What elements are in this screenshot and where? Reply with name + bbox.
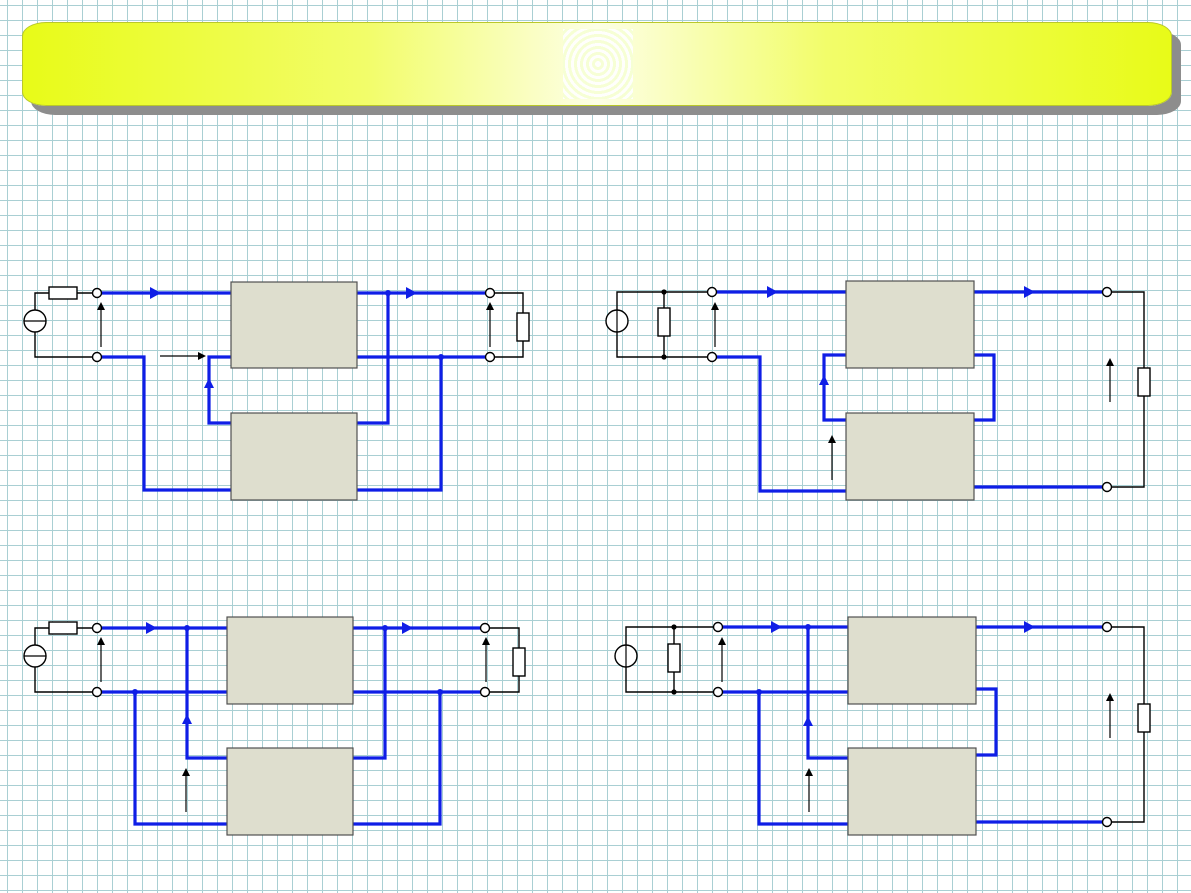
- block-feedback: [230, 412, 358, 501]
- load-resistor: [512, 647, 526, 677]
- current-arrow-icon: [146, 622, 157, 634]
- load-resistor: [1137, 703, 1151, 733]
- block-feedback: [847, 747, 977, 836]
- feedback-arrow-icon: [803, 716, 813, 726]
- input-voltage-arrow-icon: [97, 302, 105, 310]
- input-voltage-arrow-icon: [718, 637, 726, 645]
- output-voltage-arrow-icon: [482, 637, 490, 645]
- source-resistor: [657, 307, 671, 337]
- current-arrow-icon: [1024, 286, 1035, 298]
- block-amplifier: [230, 281, 358, 369]
- block-amplifier: [845, 280, 975, 369]
- diagram-top-right: [605, 280, 1151, 501]
- current-arrow-icon: [771, 621, 782, 633]
- current-arrow-icon: [1024, 621, 1035, 633]
- input-voltage-arrow-icon: [711, 302, 719, 310]
- block-amplifier: [226, 616, 354, 705]
- source-resistor: [48, 286, 78, 300]
- output-voltage-arrow-icon: [1106, 693, 1114, 701]
- block-amplifier: [847, 616, 977, 705]
- input-current-arrow-icon: [198, 352, 206, 360]
- diagram-bottom-right: [614, 616, 1151, 836]
- diagram-bottom-left: [23, 616, 526, 836]
- current-arrow-icon: [767, 286, 778, 298]
- output-voltage-arrow-icon: [1106, 358, 1114, 366]
- output-voltage-arrow-icon: [486, 302, 494, 310]
- feedback-arrow-icon: [819, 375, 829, 385]
- source-resistor: [48, 621, 78, 635]
- feedback-voltage-arrow-icon: [828, 435, 836, 443]
- current-arrow-icon: [406, 287, 417, 299]
- diagram-top-left: [23, 281, 530, 501]
- block-feedback: [226, 747, 354, 836]
- block-feedback: [845, 412, 975, 501]
- feedback-voltage-arrow-icon: [182, 768, 190, 776]
- source-resistor: [667, 643, 681, 673]
- load-resistor: [1137, 367, 1151, 397]
- feedback-arrow-icon: [182, 714, 192, 724]
- current-arrow-icon: [150, 287, 161, 299]
- title-banner: [22, 22, 1172, 106]
- input-voltage-arrow-icon: [97, 637, 105, 645]
- banner-emblem-icon: [563, 29, 633, 99]
- feedback-voltage-arrow-icon: [805, 768, 813, 776]
- feedback-arrow-icon: [204, 378, 214, 388]
- load-resistor: [516, 312, 530, 342]
- current-arrow-icon: [402, 622, 413, 634]
